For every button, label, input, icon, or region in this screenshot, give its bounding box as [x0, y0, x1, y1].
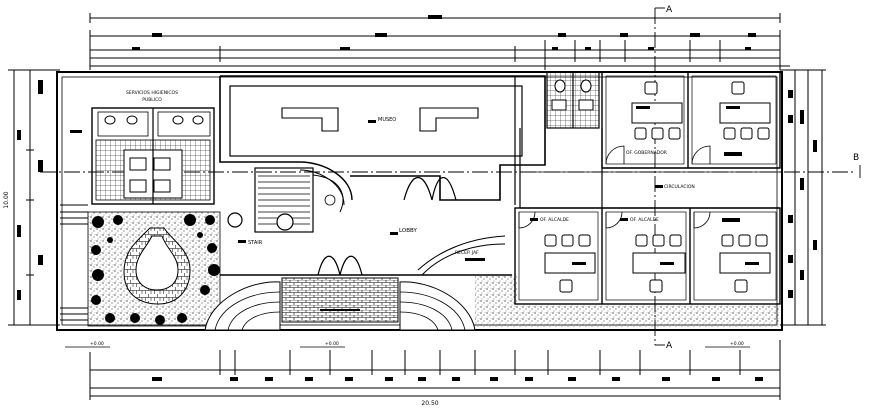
top-dimension-text-blocks	[132, 15, 756, 50]
lobby-area	[220, 235, 512, 276]
right-dimensions	[780, 69, 826, 326]
section-marker-b: B	[853, 153, 859, 163]
right-dimension-blocks	[788, 90, 817, 298]
governor-office-label: OF. GOBERNADOR	[626, 150, 667, 156]
governor-offices	[601, 71, 781, 169]
museum-room	[219, 75, 546, 206]
office-label-block	[724, 152, 742, 156]
office-restrooms	[546, 71, 600, 129]
restrooms-label-line2: PUBLICO	[142, 97, 162, 103]
garden-area	[60, 204, 221, 327]
level-marker-left: +0.00	[90, 341, 104, 347]
lobby-label-marker	[390, 232, 398, 235]
lobby-label: LOBBY	[399, 228, 417, 234]
bottom-dimension-blocks	[152, 377, 763, 381]
desk-item-5	[745, 262, 759, 265]
stair-label: STAIR	[248, 240, 263, 246]
stair-label-marker	[238, 240, 246, 243]
desk-item-4	[660, 262, 674, 265]
restrooms-label-line1: SERVICIOS HIGIENICOS	[126, 90, 178, 96]
top-dimensions	[89, 13, 790, 67]
left-dimensions	[8, 69, 60, 326]
right-interior-walls	[514, 76, 521, 208]
top-dimension-ticks	[89, 30, 781, 70]
section-marker-a-top: A	[666, 5, 673, 15]
public-restrooms	[70, 107, 215, 205]
section-marker-a-bottom: A	[666, 341, 673, 351]
mayor-office-marker-3	[722, 218, 740, 222]
level-marker-center: +0.00	[325, 341, 339, 347]
left-dimension-blocks	[17, 80, 43, 300]
desk-item-3	[572, 262, 586, 265]
mayor-office-marker-1	[530, 218, 538, 221]
desk-item-2	[726, 106, 740, 109]
bottom-dimensions	[89, 340, 781, 400]
reception-counter	[465, 258, 485, 261]
main-stair	[227, 167, 344, 233]
desk-item-1	[636, 106, 650, 109]
level-marker-right: +0.00	[730, 341, 744, 347]
circulation-label-marker	[655, 185, 663, 188]
mayor-office-marker-2	[620, 218, 628, 221]
mayor-offices	[514, 207, 781, 305]
total-height-dimension: 10.00	[3, 191, 10, 208]
reception-label: RECEP. JAF	[455, 250, 479, 256]
section-line-a	[654, 7, 665, 346]
total-width-dimension: 20.50	[421, 400, 438, 407]
museum-label-marker	[368, 120, 376, 123]
mayor-office-label-2: OF. ALCALDE	[630, 217, 659, 223]
museum-label: MUSEO	[378, 117, 396, 123]
circulation-label: CIRCULACION	[664, 184, 695, 190]
entrance-area	[204, 275, 780, 331]
mayor-office-label-1: OF. ALCALDE	[540, 217, 569, 223]
